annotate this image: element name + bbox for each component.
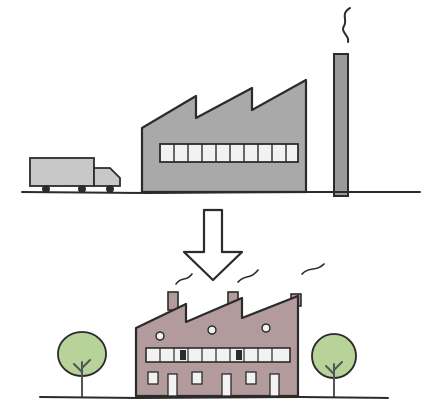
round-window [156, 332, 164, 340]
chimney [168, 292, 178, 310]
window [148, 372, 158, 384]
tree [58, 332, 106, 396]
door [168, 374, 177, 396]
tree [312, 334, 356, 396]
ground-line-top [22, 192, 420, 193]
housing-window-band [146, 348, 290, 362]
down-arrow [184, 210, 242, 280]
before-scene [22, 8, 420, 196]
delivery-truck [30, 158, 120, 193]
factory-window-band [160, 144, 298, 162]
window [246, 372, 256, 384]
truck-cab [94, 168, 120, 186]
factory-building [142, 80, 306, 192]
truck-trailer [30, 158, 94, 186]
smoke-plume [343, 8, 350, 42]
door [222, 374, 231, 396]
round-window [262, 324, 270, 332]
smokestack [334, 54, 348, 196]
round-window [208, 326, 216, 334]
after-scene [40, 264, 388, 398]
window [192, 372, 202, 384]
ground-line-bottom [40, 397, 388, 398]
door [270, 374, 279, 396]
